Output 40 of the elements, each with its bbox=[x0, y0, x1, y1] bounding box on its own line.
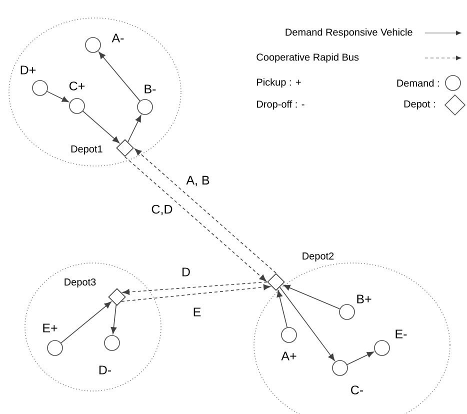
legend-text: Demand Responsive Vehicle bbox=[286, 28, 412, 38]
arrow bbox=[82, 110, 120, 144]
arrow bbox=[122, 282, 268, 295]
arrow bbox=[276, 290, 288, 328]
arrow bbox=[346, 352, 374, 365]
node-label: Depot3 bbox=[64, 278, 96, 288]
node-label: B- bbox=[144, 84, 156, 94]
arrow bbox=[124, 156, 266, 282]
legend-text: Demand : bbox=[397, 79, 439, 87]
node-label: E- bbox=[396, 330, 407, 338]
node-label: Depot1 bbox=[71, 146, 102, 154]
edge-label: D bbox=[180, 266, 192, 278]
legend-text: Depot : bbox=[404, 100, 435, 110]
arrow bbox=[110, 304, 117, 334]
arrow bbox=[98, 52, 140, 102]
arrow bbox=[279, 286, 335, 361]
service-area bbox=[8, 18, 182, 166]
node-label: B+ bbox=[357, 294, 372, 304]
service-area bbox=[24, 262, 162, 392]
node-label: A+ bbox=[281, 352, 296, 360]
node-label: A- bbox=[112, 34, 124, 42]
arrow bbox=[283, 284, 340, 310]
arrow bbox=[121, 284, 270, 302]
edge-label: E bbox=[192, 306, 202, 318]
node-label: Depot2 bbox=[302, 252, 334, 262]
arrow bbox=[60, 302, 112, 344]
note-text: Pickup : + bbox=[257, 78, 301, 88]
node-label: D- bbox=[99, 366, 112, 374]
node-label: D+ bbox=[20, 66, 36, 74]
arrow bbox=[134, 148, 276, 274]
node-label: C+ bbox=[69, 82, 85, 90]
edge-label: A, B bbox=[185, 174, 211, 188]
node-label: E+ bbox=[43, 324, 58, 332]
edge-label: C,D bbox=[150, 204, 174, 216]
arrow bbox=[128, 115, 142, 142]
service-area bbox=[254, 262, 450, 414]
legend-text: Cooperative Rapid Bus bbox=[256, 53, 359, 63]
arrow bbox=[46, 91, 69, 102]
note-text: Drop-off : - bbox=[257, 100, 304, 110]
node-label: C- bbox=[351, 386, 364, 394]
